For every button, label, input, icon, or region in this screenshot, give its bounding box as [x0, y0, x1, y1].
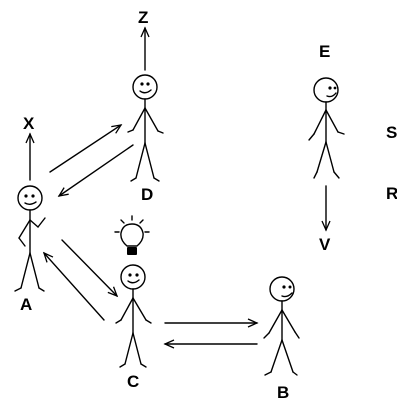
- label-s: S: [386, 123, 397, 142]
- arrows-a-d: [49, 124, 134, 197]
- label-a: A: [20, 295, 32, 314]
- label-v: V: [319, 235, 331, 254]
- label-d: D: [141, 185, 153, 204]
- label-b: B: [277, 383, 289, 398]
- lightbulb-icon: [114, 215, 150, 255]
- label-x: X: [23, 114, 35, 133]
- stick-figure-d: [127, 74, 164, 182]
- stick-figure-b: [263, 276, 300, 376]
- arrows-a-c: [42, 239, 119, 321]
- stick-figure-a: [14, 185, 46, 292]
- label-e: E: [319, 42, 330, 61]
- label-c: C: [127, 372, 139, 391]
- stick-figure-e: [308, 77, 345, 179]
- arrows-c-b: [163, 318, 259, 349]
- label-r: R: [386, 184, 397, 203]
- label-z: Z: [138, 8, 148, 27]
- stick-figure-c: [115, 264, 152, 368]
